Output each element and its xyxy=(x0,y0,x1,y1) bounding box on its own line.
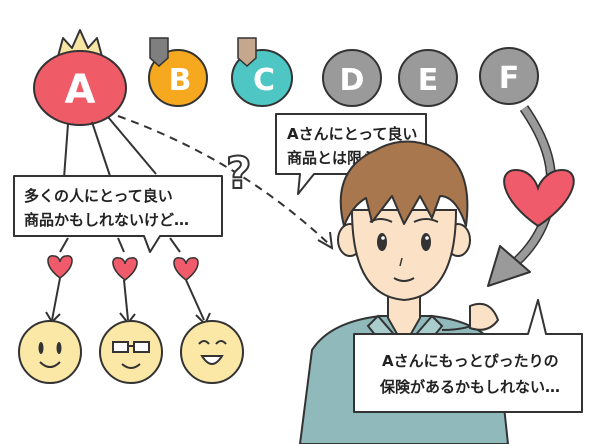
bubble-many-people-line2: 商品かもしれないけど… xyxy=(24,211,189,229)
dashed-arrow xyxy=(117,115,331,246)
heart-icon xyxy=(173,257,199,281)
connector-lines xyxy=(51,116,205,321)
company-b-circle xyxy=(148,49,208,107)
small-hearts xyxy=(47,255,199,281)
company-e: E xyxy=(398,49,458,107)
company-d-label: D xyxy=(340,63,365,98)
company-e-circle xyxy=(398,49,458,107)
bubble-better-fit-line1: Aさんにもっとぴったりの xyxy=(382,352,559,370)
company-a-label: A xyxy=(65,67,96,113)
pin-icon xyxy=(237,37,257,68)
curve-arrow-head xyxy=(487,245,531,287)
company-a-circle xyxy=(33,50,127,126)
company-e-label: E xyxy=(418,63,439,98)
bubble-not-limited-line1: Aさんにとって良い xyxy=(287,125,417,143)
company-c-label: C xyxy=(253,63,275,98)
company-c: C xyxy=(231,37,293,107)
company-f: F xyxy=(479,47,539,105)
bubble-better-fit-line2: 保険があるかもしれない… xyxy=(379,378,560,396)
heart-icon xyxy=(503,168,575,228)
question-mark: ? xyxy=(226,148,252,199)
bubble-many-people: 多くの人にとって良い 商品かもしれないけど… xyxy=(13,175,223,253)
company-f-label: F xyxy=(499,61,520,96)
company-d: D xyxy=(322,49,382,107)
bubble-better-fit: Aさんにもっとぴったりの 保険があるかもしれない… xyxy=(353,299,583,413)
face-glasses xyxy=(99,320,163,384)
dashed-arrow-head xyxy=(317,231,334,250)
company-f-circle xyxy=(479,47,539,105)
hair xyxy=(339,140,469,227)
bubble-many-people-line1: 多くの人にとって良い xyxy=(24,187,173,205)
face-smile xyxy=(18,320,82,384)
heart-icon xyxy=(47,255,73,279)
pin-icon xyxy=(149,37,169,68)
company-d-circle xyxy=(322,49,382,107)
face-happy xyxy=(180,320,244,384)
heart-icon xyxy=(112,257,138,281)
company-b-label: B xyxy=(169,63,192,98)
company-a: A xyxy=(33,29,127,126)
company-b: B xyxy=(148,37,208,107)
